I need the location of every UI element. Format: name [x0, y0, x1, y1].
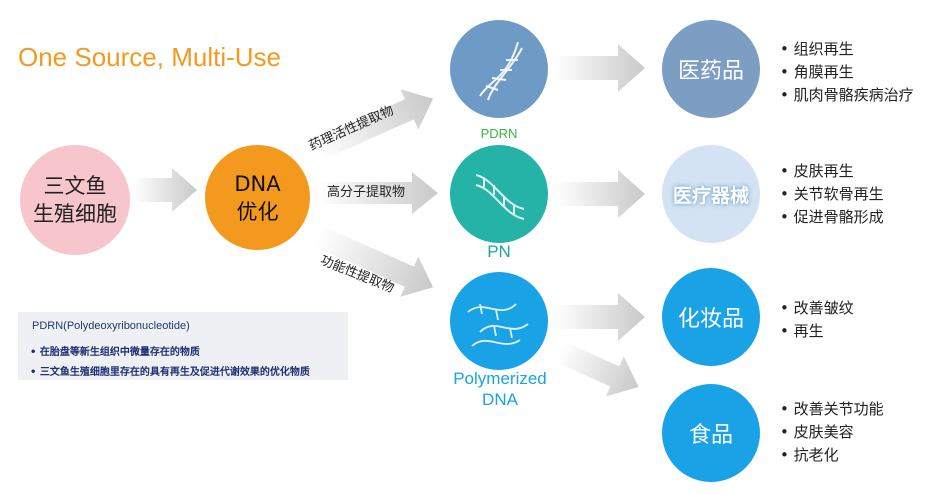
arrow-polymerized-to-cosmetics — [556, 293, 645, 341]
note-heading: PDRN(Polydeoxyribonucleotide) — [32, 320, 190, 332]
pdrn-note-box: PDRN(Polydeoxyribonucleotide) • 在胎盘等新生组织… — [18, 312, 348, 380]
arrow-pdrn-to-pharma — [556, 44, 645, 92]
note-bullet-text: 三文鱼生殖细胞里存在的具有再生及促进代谢效果的优化物质 — [39, 367, 310, 378]
source-circle: 三文鱼生殖细胞 — [20, 145, 130, 255]
benefit-item: 角膜再生 — [780, 61, 914, 84]
benefit-item: 抗老化 — [780, 444, 884, 467]
benefit-item: 组织再生 — [780, 38, 914, 61]
benefit-item: 改善关节功能 — [780, 398, 884, 421]
process-line1: DNA — [234, 171, 281, 196]
page-title: One Source, Multi-Use — [18, 42, 281, 72]
food-benefits: 改善关节功能 皮肤美容 抗老化 — [780, 398, 884, 467]
benefit-item: 皮肤再生 — [780, 160, 884, 183]
polymerized-dna-label: Polymerized DNA — [430, 368, 570, 410]
benefit-item: 关节软骨再生 — [780, 183, 884, 206]
arrow-dna-to-pn — [318, 172, 438, 214]
source-line2: 生殖细胞 — [33, 202, 117, 226]
product-name: 化妆品 — [677, 307, 744, 332]
arrow-polymerized-to-food — [555, 341, 639, 397]
pdrn-dna-icon — [450, 20, 548, 118]
polymerized-dna-icon — [450, 272, 548, 370]
product-name: 食品 — [688, 423, 733, 448]
polymerized-label-line2: DNA — [482, 390, 518, 409]
product-cosmetics: 化妆品 — [662, 268, 760, 366]
product-pharmaceutical: 医药品 — [662, 20, 760, 118]
product-food: 食品 — [662, 384, 760, 482]
benefit-item: 改善皱纹 — [780, 297, 854, 320]
note-bullet-text: 在胎盘等新生组织中微量存在的物质 — [39, 347, 200, 358]
source-line1: 三文鱼 — [43, 174, 107, 198]
product-name: 医药品 — [677, 59, 744, 84]
extraction-label-middle: 高分子提取物 — [327, 185, 406, 200]
arrow-dna-to-pdrn — [313, 89, 434, 161]
arrow-dna-to-polymerized — [313, 225, 434, 297]
benefit-item: 促进骨骼形成 — [780, 206, 884, 229]
note-bullet: • 三文鱼生殖细胞里存在的具有再生及促进代谢效果的优化物质 — [30, 367, 310, 378]
benefit-item: 肌肉骨骼疾病治疗 — [780, 84, 914, 107]
product-name: 医疗器械 — [672, 184, 749, 207]
note-bullet: • 在胎盘等新生组织中微量存在的物质 — [30, 347, 200, 358]
benefit-item: 再生 — [780, 320, 854, 343]
dna-optimization-circle: DNA 优化 — [205, 145, 310, 250]
polymerized-label-line1: Polymerized — [453, 369, 547, 388]
arrow-source-to-dna — [133, 168, 197, 212]
medical-device-benefits: 皮肤再生 关节软骨再生 促进骨骼形成 — [780, 160, 884, 229]
pn-dna-icon — [450, 145, 548, 243]
process-line2: 优化 — [236, 199, 279, 224]
product-medical-device: 医疗器械 — [662, 145, 760, 243]
pdrn-label: PDRN — [480, 126, 518, 141]
arrow-pn-to-device — [556, 170, 645, 218]
benefit-item: 皮肤美容 — [780, 421, 884, 444]
pn-label: PN — [487, 242, 511, 261]
pharmaceutical-benefits: 组织再生 角膜再生 肌肉骨骼疾病治疗 — [780, 38, 914, 107]
cosmetics-benefits: 改善皱纹 再生 — [780, 297, 854, 343]
